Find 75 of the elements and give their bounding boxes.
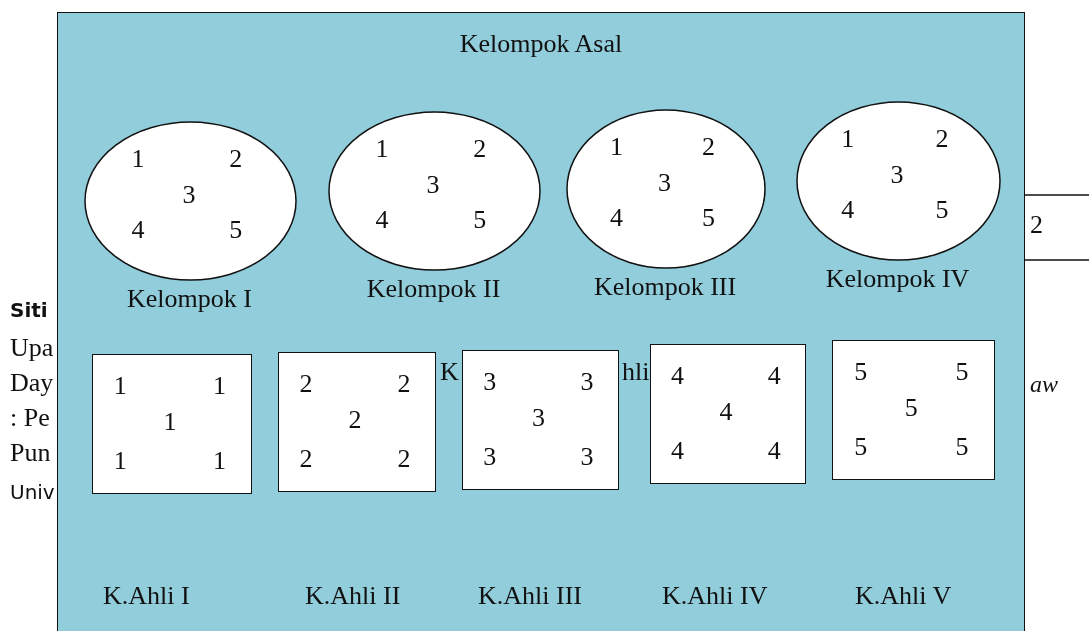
- member-number: 1: [163, 409, 177, 436]
- document-text: Upa: [10, 335, 54, 361]
- member-number: 3: [890, 161, 904, 188]
- member-number: 1: [610, 134, 623, 161]
- group-square: [278, 352, 436, 492]
- group-label: K.Ahli V: [855, 583, 952, 609]
- member-number: 3: [483, 444, 497, 471]
- member-number: 4: [841, 196, 855, 223]
- member-number: 4: [767, 438, 781, 465]
- member-number: 2: [299, 446, 313, 473]
- member-number: 2: [702, 134, 715, 161]
- member-number: 2: [397, 446, 411, 473]
- document-text: Day: [10, 370, 54, 396]
- member-number: 5: [473, 206, 487, 233]
- group-panel: [57, 12, 1025, 631]
- group-label: K.Ahli III: [478, 583, 582, 609]
- member-number: 4: [671, 362, 685, 389]
- member-number: 3: [531, 405, 545, 432]
- group-square: [92, 354, 252, 494]
- member-number: 5: [854, 358, 868, 385]
- member-number: 4: [719, 399, 733, 426]
- group-label: K.Ahli II: [305, 583, 401, 609]
- group-square: [462, 350, 619, 490]
- member-number: 1: [375, 136, 389, 163]
- document-text: Siti: [10, 300, 48, 320]
- member-number: 3: [483, 368, 497, 395]
- member-number: 5: [904, 395, 918, 422]
- group-circle: [84, 121, 297, 281]
- member-number: 3: [658, 169, 671, 196]
- member-number: 4: [131, 216, 145, 243]
- member-number: 5: [854, 434, 868, 461]
- member-number: 3: [580, 444, 594, 471]
- member-number: 1: [113, 372, 127, 399]
- group-square: [832, 340, 995, 480]
- member-number: 1: [213, 372, 226, 399]
- member-number: 2: [473, 136, 487, 163]
- member-number: 2: [299, 370, 313, 397]
- member-number: 1: [113, 448, 127, 475]
- group-label: Kelompok IV: [825, 266, 970, 292]
- member-number: 5: [955, 358, 969, 385]
- member-number: 3: [426, 171, 440, 198]
- member-number: 5: [935, 196, 949, 223]
- member-number: 1: [841, 126, 855, 153]
- member-number: 5: [702, 204, 715, 231]
- panel-title: Kelompok Asal: [458, 31, 624, 57]
- group-circle: [796, 101, 1001, 261]
- group-circle: [566, 109, 766, 269]
- member-number: 1: [131, 146, 145, 173]
- member-number: 2: [348, 407, 362, 434]
- document-text: : Pe: [10, 405, 50, 431]
- member-number: 4: [610, 204, 623, 231]
- member-number: 5: [955, 434, 969, 461]
- member-number: 4: [767, 362, 781, 389]
- member-number: 3: [182, 181, 196, 208]
- document-text: aw: [1030, 372, 1058, 396]
- document-text: hli: [622, 359, 650, 385]
- member-number: 4: [375, 206, 389, 233]
- group-square: [650, 344, 806, 484]
- group-circle: [328, 111, 541, 271]
- member-number: 2: [397, 370, 411, 397]
- document-text: 2: [1030, 212, 1043, 238]
- group-label: K.Ahli IV: [662, 583, 768, 609]
- document-text: Univ: [10, 482, 55, 502]
- document-text: Pun: [10, 440, 51, 466]
- member-number: 1: [213, 448, 226, 475]
- group-label: K.Ahli I: [103, 583, 190, 609]
- member-number: 5: [229, 216, 243, 243]
- document-text: K: [440, 359, 459, 385]
- group-label: Kelompok I: [127, 286, 252, 312]
- member-number: 4: [671, 438, 685, 465]
- member-number: 2: [229, 146, 243, 173]
- member-number: 3: [580, 368, 594, 395]
- group-label: Kelompok III: [593, 274, 737, 300]
- group-label: Kelompok II: [366, 276, 501, 302]
- member-number: 2: [935, 126, 949, 153]
